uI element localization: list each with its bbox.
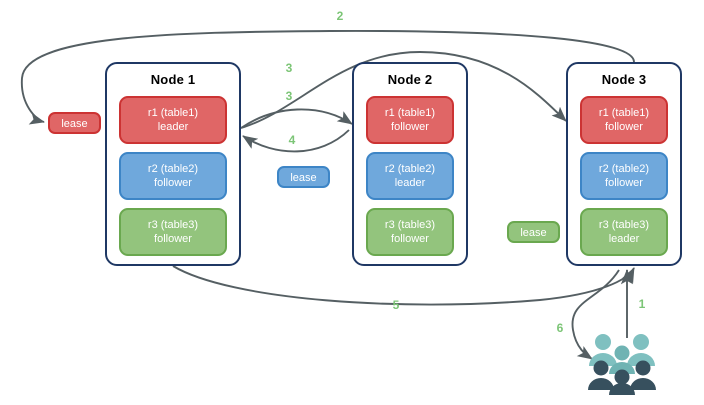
range-r1[interactable]: r1 (table1) follower: [580, 96, 668, 144]
range-role: follower: [154, 177, 192, 189]
range-role: leader: [157, 121, 189, 133]
people-group-icon: [588, 334, 656, 395]
node-title: Node 3: [601, 72, 647, 87]
step-label-2: 2: [336, 9, 344, 23]
range-role: leader: [394, 177, 426, 189]
range-r2[interactable]: r2 (table2) leader: [366, 152, 454, 200]
range-role: follower: [391, 121, 429, 133]
node-container-node1[interactable]: Node 1 r1 (table1) leader r2 (table2) fo…: [105, 62, 241, 266]
step-label-3b: 3: [285, 89, 293, 103]
node-container-node2[interactable]: Node 2 r1 (table1) follower r2 (table2) …: [352, 62, 468, 266]
range-name: r1 (table1): [598, 107, 650, 119]
range-role: leader: [608, 233, 640, 245]
range-name: r2 (table2): [384, 163, 436, 175]
range-role: follower: [605, 177, 643, 189]
lease-badge-r1[interactable]: lease: [48, 112, 101, 134]
range-name: r1 (table1): [384, 107, 436, 119]
range-r2[interactable]: r2 (table2) follower: [580, 152, 668, 200]
range-name: r3 (table3): [147, 219, 199, 231]
range-r1[interactable]: r1 (table1) leader: [119, 96, 227, 144]
range-role: follower: [391, 233, 429, 245]
step-label-6: 6: [556, 321, 564, 335]
range-r1[interactable]: r1 (table1) follower: [366, 96, 454, 144]
range-name: r3 (table3): [384, 219, 436, 231]
range-role: follower: [154, 233, 192, 245]
arrow-step-3-node2: [240, 108, 353, 129]
step-label-3a: 3: [285, 61, 293, 75]
step-label-1: 1: [638, 297, 646, 311]
range-name: r1 (table1): [147, 107, 199, 119]
range-r2[interactable]: r2 (table2) follower: [119, 152, 227, 200]
step-label-4: 4: [288, 133, 296, 147]
node-title: Node 1: [150, 72, 196, 87]
range-name: r2 (table2): [147, 163, 199, 175]
range-name: r3 (table3): [598, 219, 650, 231]
range-r3[interactable]: r3 (table3) follower: [366, 208, 454, 256]
step-label-5: 5: [392, 298, 400, 312]
range-r3[interactable]: r3 (table3) follower: [119, 208, 227, 256]
node-title: Node 2: [387, 72, 433, 87]
lease-badge-r3[interactable]: lease: [507, 221, 560, 243]
lease-badge-r2[interactable]: lease: [277, 166, 330, 188]
range-role: follower: [605, 121, 643, 133]
range-name: r2 (table2): [598, 163, 650, 175]
node-container-node3[interactable]: Node 3 r1 (table1) follower r2 (table2) …: [566, 62, 682, 266]
range-r3[interactable]: r3 (table3) leader: [580, 208, 668, 256]
